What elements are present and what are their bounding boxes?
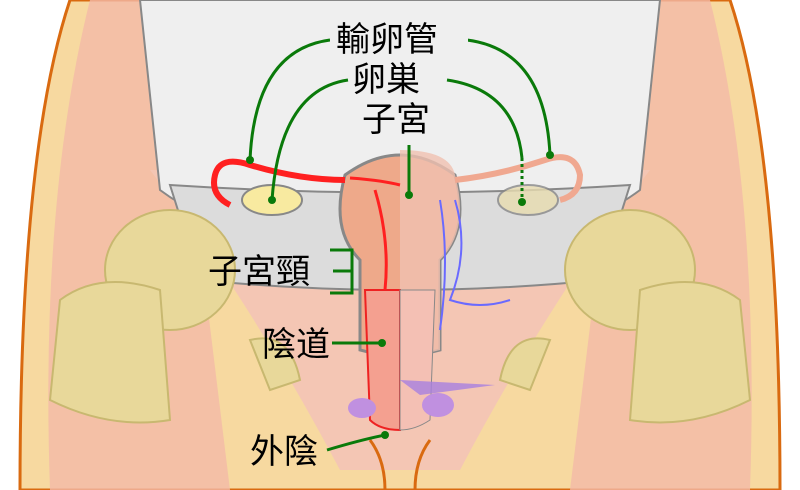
bulb-right (422, 393, 454, 417)
label-vulva: 外陰 (250, 432, 318, 472)
hip-bone-right (498, 209, 752, 424)
fallopian-tube-left (211, 158, 346, 208)
label-ovary: 卵巣 (352, 60, 420, 100)
fallopian-tube-right (454, 154, 584, 203)
uterine-cavity-artery (349, 176, 401, 291)
leader-lines (246, 38, 554, 452)
label-fallopian-tube: 輸卵管 (336, 20, 438, 60)
ovary-right (497, 184, 559, 216)
uterine-vessels (439, 199, 511, 331)
hip-bone-left (48, 209, 302, 424)
vulva (368, 439, 432, 490)
vagina-right (399, 289, 436, 431)
label-vagina: 陰道 (262, 325, 330, 365)
label-uterus: 子宮 (362, 100, 430, 140)
label-cervix: 子宮頸 (208, 252, 310, 292)
clitoris-erectile (400, 380, 495, 395)
bulb-left (348, 398, 376, 418)
